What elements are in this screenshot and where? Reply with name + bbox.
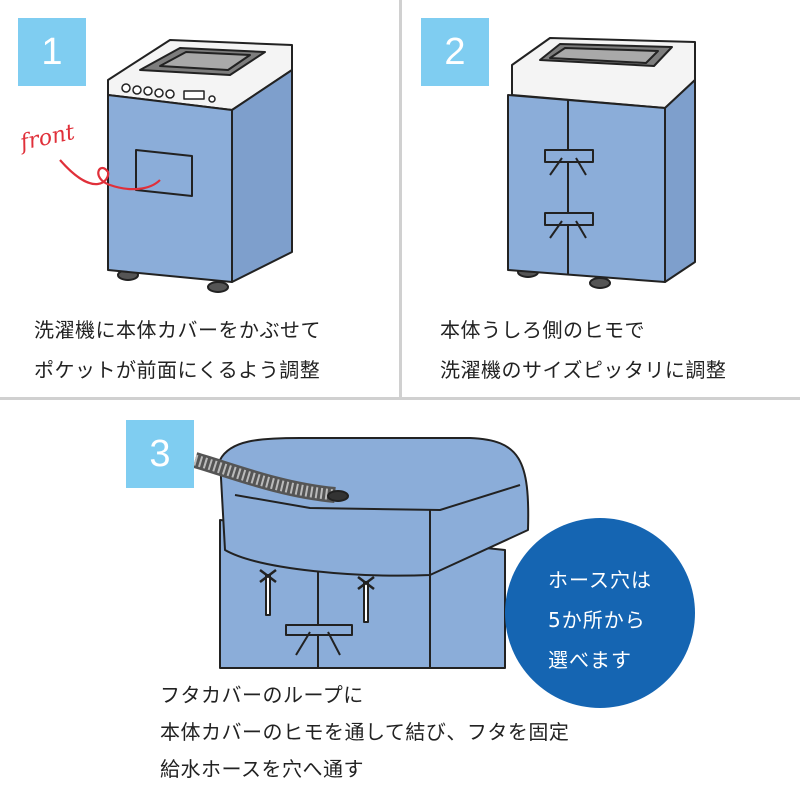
step-1-caption: 洗濯機に本体カバーをかぶせて ポケットが前面にくるよう調整 (34, 310, 321, 390)
lid-cover (219, 437, 530, 577)
washer-foot (207, 281, 229, 293)
caption-line: 洗濯機のサイズピッタリに調整 (440, 358, 727, 382)
body-cover-side (231, 69, 293, 283)
washer-with-cover-illustration: front (16, 39, 293, 293)
caption-line: 本体カバーのヒモを通して結び、フタを固定 (160, 720, 570, 744)
tie-knot (285, 624, 353, 656)
step-3-caption: フタカバーのループに 本体カバーのヒモを通して結び、フタを固定 給水ホースを穴へ… (160, 677, 569, 788)
caption-line: 給水ホースを穴へ通す (160, 757, 364, 781)
step-2-caption: 本体うしろ側のヒモで 洗濯機のサイズピッタリに調整 (440, 310, 726, 390)
caption-line: 洗濯機に本体カバーをかぶせて (34, 318, 321, 342)
step-3-badge: 3 (126, 420, 194, 488)
lid-cover-hose-illustration (192, 437, 530, 669)
front-pocket (135, 149, 193, 197)
body-cover-back (507, 94, 666, 283)
step-1-badge: 1 (18, 18, 86, 86)
body-cover-side (664, 79, 696, 283)
red-squiggle-arrow (59, 159, 161, 191)
step-2-badge: 2 (421, 18, 489, 86)
tie-knot (544, 212, 594, 239)
hose-hole (327, 490, 349, 502)
hose-hole-callout: ホース穴は 5か所から 選べます (505, 518, 695, 708)
caption-line: 本体うしろ側のヒモで (440, 318, 645, 342)
caption-line: ポケットが前面にくるよう調整 (34, 358, 321, 382)
tie-string (259, 569, 375, 623)
panel-divider-horizontal (0, 397, 800, 400)
washer-back-ties-illustration (507, 37, 696, 289)
caption-line: フタカバーのループに (160, 683, 364, 707)
callout-line: 選べます (548, 648, 632, 672)
callout-line: 5か所から (548, 608, 646, 632)
tie-knot (544, 149, 594, 176)
front-handwritten-label: front (16, 120, 77, 156)
callout-line: ホース穴は (548, 568, 652, 592)
panel-divider-vertical (399, 0, 402, 398)
